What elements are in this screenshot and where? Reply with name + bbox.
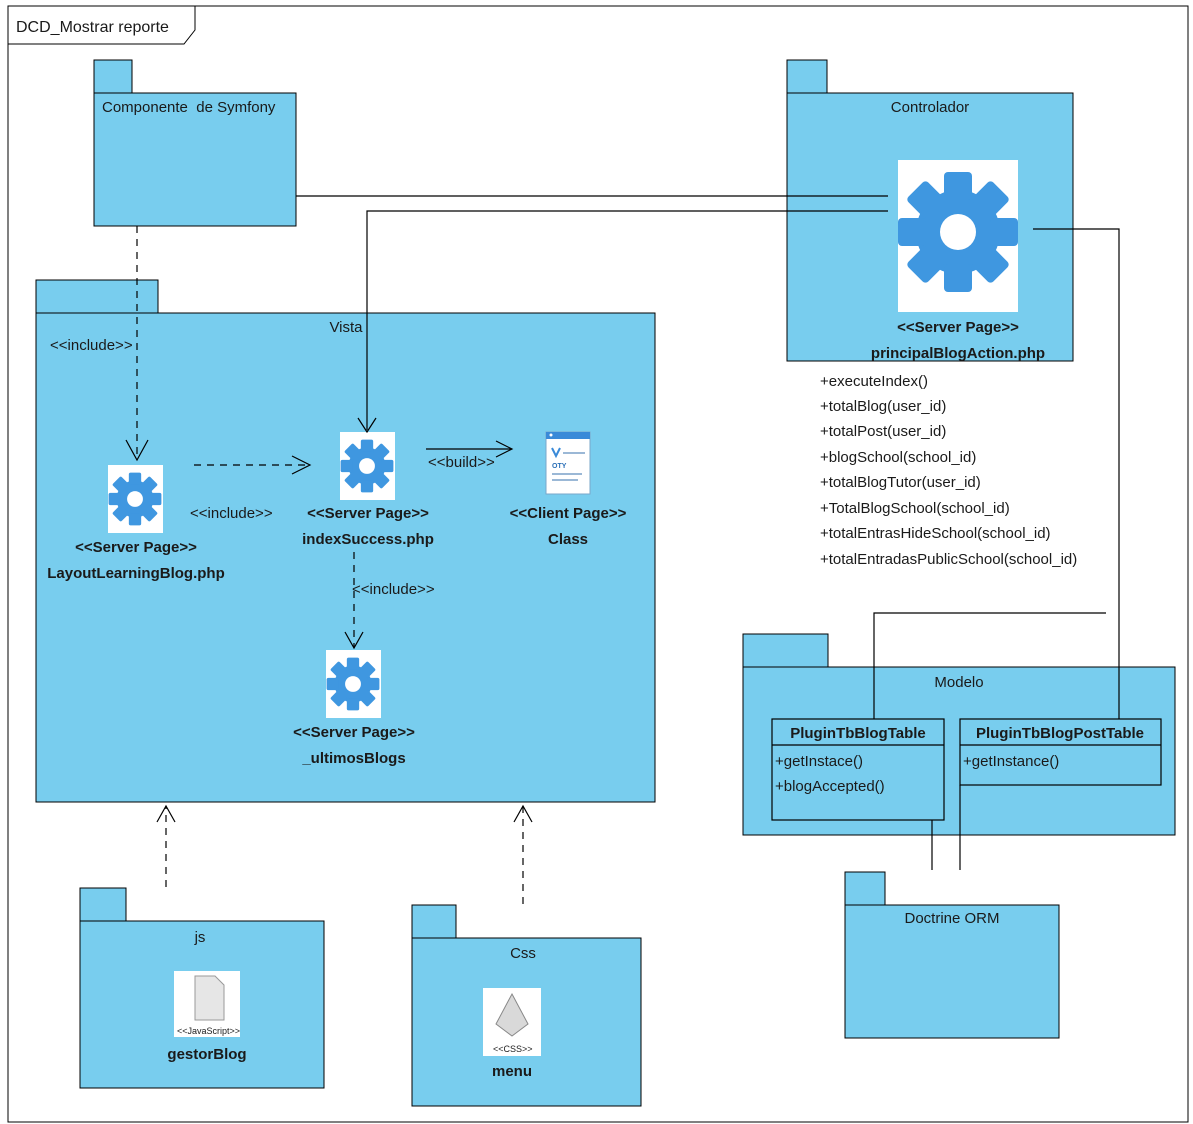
class-pluginTbBlogPostTable[interactable]: PluginTbBlogPostTable +getInstance() [959,718,1162,786]
index-stereotype: <<Server Page>> [307,505,429,522]
operation: +totalBlogTutor(user_id) [820,474,981,491]
css-file-icon: <<CSS>> [483,988,541,1056]
class-name: PluginTbBlogTable [790,725,926,742]
gear-icon [340,439,394,493]
package-js[interactable]: js <<JavaScript>> gestorBlog [79,887,325,1089]
arrowhead [156,804,176,823]
include-label-symfony: <<include>> [50,337,133,354]
association-controlador-posttable [1033,228,1120,719]
package-doctrine[interactable]: Doctrine ORM [844,871,1060,1039]
arrowhead [495,440,514,458]
frame-title: DCD_Mostrar reporte [16,19,169,36]
association-controlador-blogtable [873,612,1106,719]
principal-operations: +executeIndex() +totalBlog(user_id) +tot… [820,373,1077,568]
gestor-stereotype: <<JavaScript>> [177,1026,240,1036]
operation: +totalEntrasHideSchool(school_id) [820,525,1051,542]
gestor-name: gestorBlog [167,1046,246,1063]
package-controlador-name: Controlador [891,99,969,116]
menu-stereotype: <<CSS>> [493,1044,533,1054]
build-label: <<build>> [428,454,495,471]
menu-name: menu [492,1063,532,1080]
operation: +totalPost(user_id) [820,423,946,440]
gear-icon [898,172,1018,292]
package-vista[interactable]: Vista [35,279,656,803]
operation: +blogAccepted() [775,778,885,795]
component-principalBlogAction[interactable]: <<Server Page>> principalBlogAction.php [871,160,1045,362]
layout-stereotype: <<Server Page>> [75,539,197,556]
include-label-ultimos: <<include>> [352,581,435,598]
operation: +blogSchool(school_id) [820,449,976,466]
package-modelo-name: Modelo [934,674,983,691]
javascript-file-icon: <<JavaScript>> [174,971,240,1037]
component-ultimosBlogs[interactable]: <<Server Page>> _ultimosBlogs [293,650,415,767]
operation: +totalEntradasPublicSchool(school_id) [820,551,1077,568]
class-pluginTbBlogTable[interactable]: PluginTbBlogTable +getInstace() +blogAcc… [771,718,945,821]
operation: +executeIndex() [820,373,928,390]
class-name: PluginTbBlogPostTable [976,725,1144,742]
operation: +totalBlog(user_id) [820,398,946,415]
index-name: indexSuccess.php [302,531,434,548]
component-clientClass[interactable]: OTY <<Client Page>> Class [510,431,627,548]
package-symfony-name: Componente de Symfony [102,99,276,116]
package-controlador[interactable]: Controlador [786,59,1074,362]
include-label-layout: <<include>> [190,505,273,522]
diagram-frame [7,5,1189,1123]
ultimos-stereotype: <<Server Page>> [293,724,415,741]
gear-icon [108,472,162,526]
component-layoutLearningBlog[interactable]: <<Server Page>> LayoutLearningBlog.php [47,465,225,582]
gear-icon [326,657,380,711]
package-doctrine-name: Doctrine ORM [904,910,999,927]
package-vista-name: Vista [329,319,363,336]
web-page-icon: OTY [545,431,591,495]
arrowhead [291,455,312,475]
ultimos-name: _ultimosBlogs [301,750,405,767]
package-css-name: Css [510,945,536,962]
association-controlador-index [366,210,888,430]
client-stereotype: <<Client Page>> [510,505,627,522]
package-js-name: js [194,929,206,946]
client-name: Class [548,531,588,548]
arrowhead [125,439,149,462]
package-css[interactable]: Css <<CSS>> menu [411,904,642,1107]
operation: +TotalBlogSchool(school_id) [820,500,1010,517]
arrowhead [513,804,533,823]
arrowhead [344,631,364,650]
principal-name: principalBlogAction.php [871,345,1045,362]
svg-text:OTY: OTY [552,463,567,470]
frame-title-tab [7,5,196,45]
operation: +getInstance() [963,753,1059,770]
component-indexSuccess[interactable]: <<Server Page>> indexSuccess.php [302,432,434,548]
arrowhead [357,417,377,434]
operation: +getInstace() [775,753,863,770]
package-symfony[interactable]: Componente de Symfony [93,59,297,227]
principal-stereotype: <<Server Page>> [897,319,1019,336]
layout-name: LayoutLearningBlog.php [47,565,225,582]
